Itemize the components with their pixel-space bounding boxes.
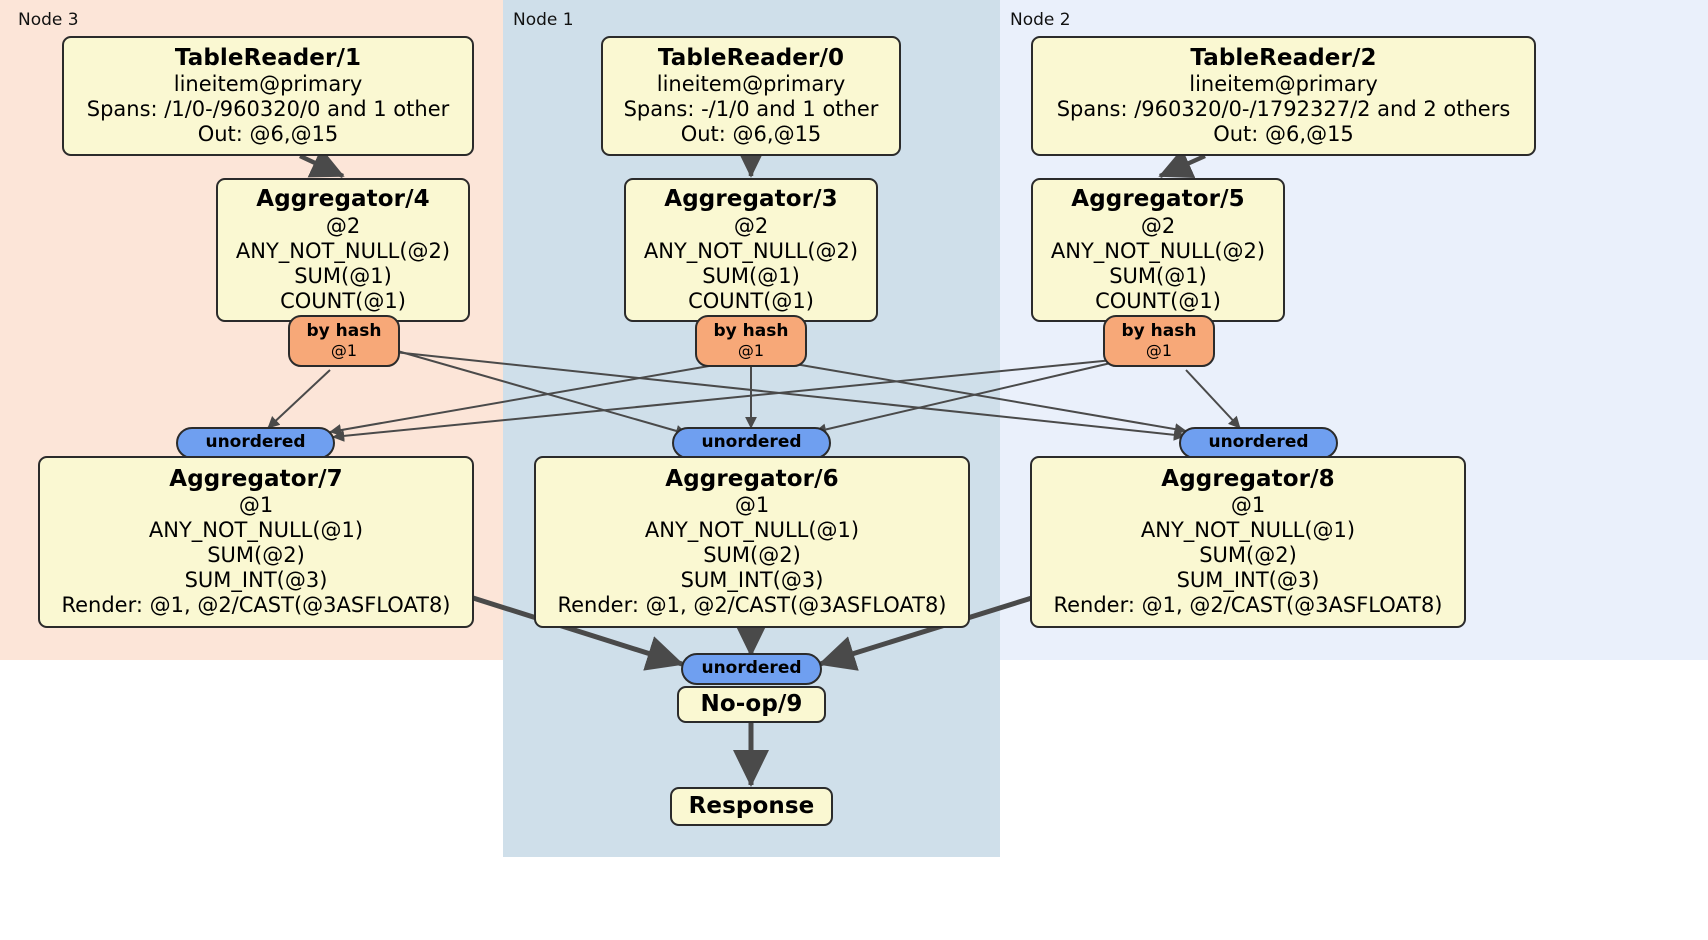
processor-no-op-9[interactable]: No-op/9: [677, 686, 826, 723]
box-line: SUM_INT(@3): [680, 568, 824, 593]
box-line: Out: @6,@15: [680, 122, 822, 147]
box-line: @2: [733, 213, 769, 238]
router-unordered-final[interactable]: unordered: [681, 653, 822, 685]
processor-response[interactable]: Response: [670, 787, 833, 826]
box-line: COUNT(@1): [1095, 288, 1221, 313]
box-title: Response: [688, 792, 815, 819]
box-line: ANY_NOT_NULL(@1): [644, 518, 860, 543]
router-by-hash-right[interactable]: by hash @1: [1103, 315, 1215, 367]
box-line: SUM_INT(@3): [1176, 568, 1320, 593]
router-label: by hash: [306, 321, 382, 342]
box-title: TableReader/0: [657, 44, 845, 71]
router-sub: @1: [330, 340, 358, 360]
router-unordered-mid[interactable]: unordered: [672, 427, 831, 459]
box-title: Aggregator/8: [1161, 465, 1335, 492]
router-label: unordered: [701, 658, 802, 679]
node-label-node3: Node 3: [18, 10, 79, 30]
box-line: Spans: /1/0-/960320/0 and 1 other: [86, 97, 450, 122]
box-line: Spans: /960320/0-/1792327/2 and 2 others: [1056, 97, 1511, 122]
box-line: @2: [1140, 213, 1176, 238]
box-line: COUNT(@1): [688, 288, 814, 313]
box-title: Aggregator/5: [1071, 186, 1245, 213]
processor-aggregator-7[interactable]: Aggregator/7 @1 ANY_NOT_NULL(@1) SUM(@2)…: [38, 456, 474, 628]
node-label-node2: Node 2: [1010, 10, 1071, 30]
box-line: @2: [325, 213, 361, 238]
processor-aggregator-4[interactable]: Aggregator/4 @2 ANY_NOT_NULL(@2) SUM(@1)…: [216, 178, 470, 322]
box-line: lineitem@primary: [1189, 72, 1378, 97]
processor-aggregator-5[interactable]: Aggregator/5 @2 ANY_NOT_NULL(@2) SUM(@1)…: [1031, 178, 1285, 322]
box-title: Aggregator/7: [169, 465, 343, 492]
box-title: TableReader/1: [174, 44, 362, 71]
box-line: Render: @1, @2/CAST(@3ASFLOAT8): [557, 593, 947, 618]
box-line: Render: @1, @2/CAST(@3ASFLOAT8): [1053, 593, 1443, 618]
box-line: Out: @6,@15: [1213, 122, 1354, 147]
router-label: unordered: [205, 432, 306, 453]
box-line: COUNT(@1): [280, 288, 406, 313]
box-line: Out: @6,@15: [197, 122, 339, 147]
box-line: SUM(@1): [294, 263, 392, 288]
box-line: @1: [1230, 493, 1266, 518]
processor-table-reader-1[interactable]: TableReader/1 lineitem@primary Spans: /1…: [62, 36, 474, 156]
router-by-hash-mid[interactable]: by hash @1: [695, 315, 807, 367]
router-label: unordered: [1208, 432, 1309, 453]
box-line: @1: [734, 493, 770, 518]
node-label-node1: Node 1: [513, 10, 574, 30]
box-line: SUM(@2): [1199, 543, 1297, 568]
box-line: lineitem@primary: [173, 72, 363, 97]
box-line: ANY_NOT_NULL(@2): [235, 238, 451, 263]
router-label: unordered: [701, 432, 802, 453]
box-line: SUM_INT(@3): [184, 568, 328, 593]
router-by-hash-left[interactable]: by hash @1: [288, 315, 400, 367]
box-line: Spans: -/1/0 and 1 other: [623, 97, 879, 122]
processor-aggregator-3[interactable]: Aggregator/3 @2 ANY_NOT_NULL(@2) SUM(@1)…: [624, 178, 878, 322]
router-unordered-right[interactable]: unordered: [1179, 427, 1338, 459]
box-title: No-op/9: [700, 690, 803, 717]
processor-aggregator-6[interactable]: Aggregator/6 @1 ANY_NOT_NULL(@1) SUM(@2)…: [534, 456, 970, 628]
router-label: by hash: [713, 321, 789, 342]
processor-table-reader-0[interactable]: TableReader/0 lineitem@primary Spans: -/…: [601, 36, 901, 156]
box-title: Aggregator/6: [665, 465, 839, 492]
box-line: @1: [238, 493, 274, 518]
router-unordered-left[interactable]: unordered: [176, 427, 335, 459]
box-line: Render: @1, @2/CAST(@3ASFLOAT8): [61, 593, 451, 618]
box-title: Aggregator/4: [256, 186, 430, 213]
box-line: ANY_NOT_NULL(@1): [148, 518, 364, 543]
box-line: SUM(@2): [207, 543, 305, 568]
processor-table-reader-2[interactable]: TableReader/2 lineitem@primary Spans: /9…: [1031, 36, 1536, 156]
box-line: SUM(@1): [702, 263, 800, 288]
box-line: SUM(@1): [1109, 263, 1207, 288]
box-line: lineitem@primary: [656, 72, 846, 97]
box-line: SUM(@2): [703, 543, 801, 568]
processor-aggregator-8[interactable]: Aggregator/8 @1 ANY_NOT_NULL(@1) SUM(@2)…: [1030, 456, 1466, 628]
router-sub: @1: [1145, 340, 1173, 360]
box-line: ANY_NOT_NULL(@1): [1140, 518, 1356, 543]
router-label: by hash: [1121, 321, 1197, 342]
box-title: Aggregator/3: [664, 186, 838, 213]
box-line: ANY_NOT_NULL(@2): [643, 238, 859, 263]
box-line: ANY_NOT_NULL(@2): [1050, 238, 1266, 263]
router-sub: @1: [737, 340, 765, 360]
box-title: TableReader/2: [1190, 44, 1377, 71]
